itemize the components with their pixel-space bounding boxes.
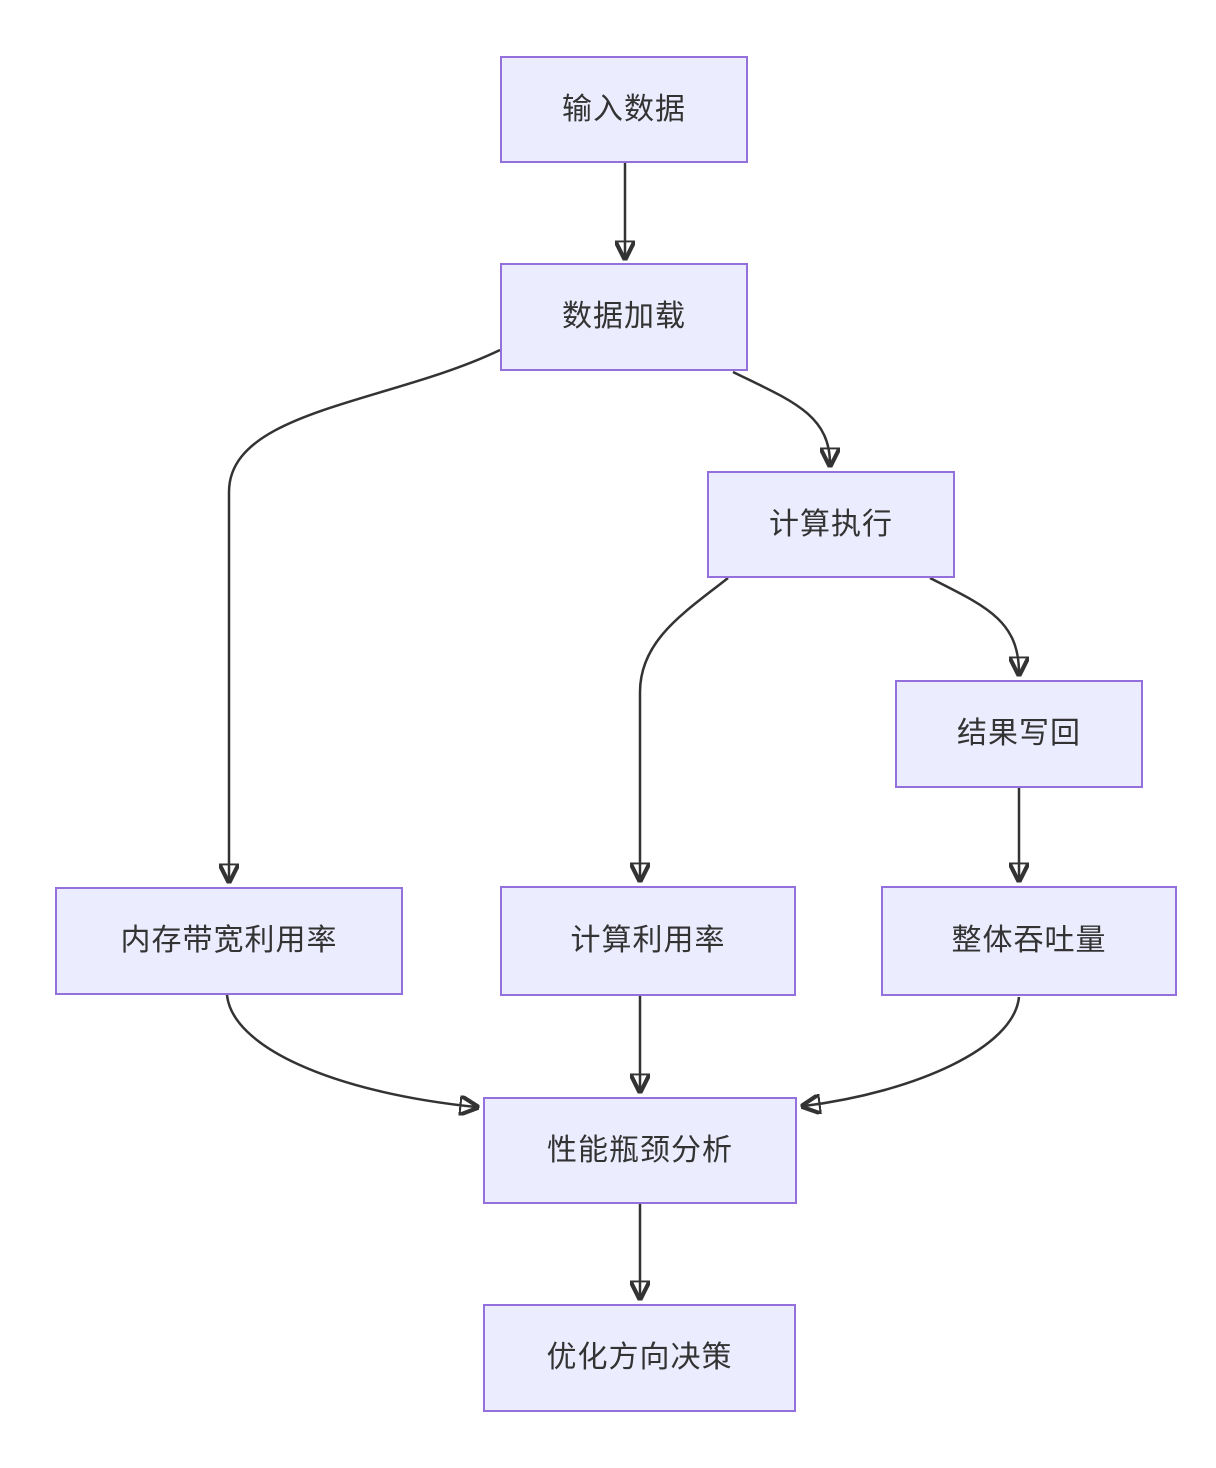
node-result-writeback-label: 结果写回: [957, 717, 1081, 750]
node-data-loading: 数据加载: [500, 263, 748, 371]
edge-compute-execution-to-result-writeback: [929, 576, 1019, 673]
node-input-data-label: 输入数据: [562, 92, 686, 126]
node-result-writeback: 结果写回: [895, 680, 1143, 788]
edge-data-loading-to-memory-bandwidth: [229, 348, 501, 880]
node-compute-execution: 计算执行: [707, 471, 955, 578]
node-bottleneck-analysis: 性能瓶颈分析: [483, 1097, 797, 1204]
edge-memory-bandwidth-to-bottleneck-analysis: [225, 994, 476, 1107]
edge-data-loading-to-compute-execution: [732, 370, 830, 464]
node-input-data: 输入数据: [500, 56, 748, 163]
node-data-loading-label: 数据加载: [562, 300, 686, 333]
edge-compute-execution-to-compute-utilization: [640, 577, 729, 879]
node-memory-bandwidth-utilization: 内存带宽利用率: [55, 887, 403, 995]
node-optimization-decision-label: 优化方向决策: [546, 1341, 733, 1374]
node-compute-utilization-label: 计算利用率: [570, 924, 726, 957]
node-bottleneck-analysis-label: 性能瓶颈分析: [547, 1133, 733, 1167]
node-memory-bandwidth-utilization-label: 内存带宽利用率: [120, 924, 338, 957]
edge-overall-throughput-to-bottleneck-analysis: [804, 996, 1021, 1106]
node-overall-throughput: 整体吞吐量: [881, 886, 1177, 996]
node-optimization-decision: 优化方向决策: [483, 1304, 796, 1412]
node-compute-utilization: 计算利用率: [500, 886, 796, 996]
node-overall-throughput-label: 整体吞吐量: [951, 924, 1107, 957]
node-compute-execution-label: 计算执行: [769, 507, 893, 541]
